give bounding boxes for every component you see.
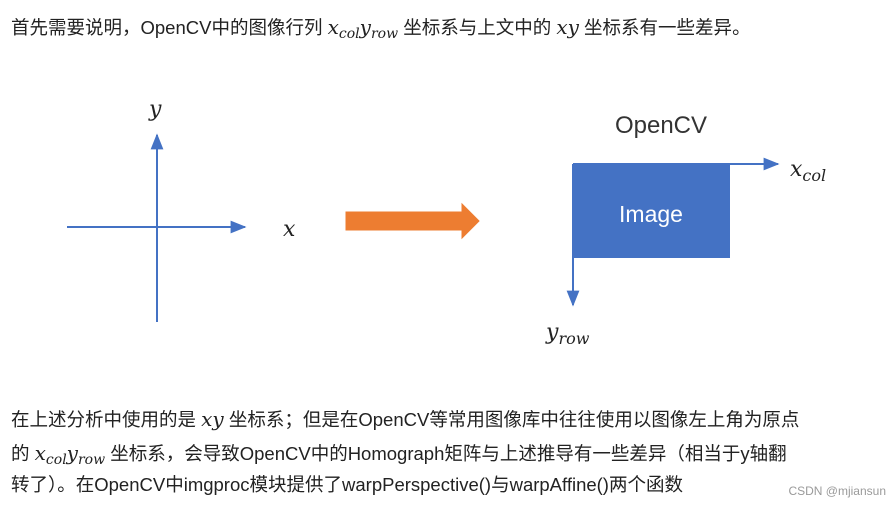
image-box [573,164,730,258]
transform-arrow [345,202,480,240]
x-col-label: xcol [790,157,826,185]
analysis-paragraph-line1: 在上述分析中使用的是 xy 坐标系；但是在OpenCV等常用图像库中往往使用以图… [11,407,800,431]
intro-paragraph: 首先需要说明，OpenCV中的图像行列 xcolyrow 坐标系与上文中的 xy… [11,12,751,49]
y-row-label: yrow [545,320,590,348]
csdn-watermark: CSDN @mjiansun [788,484,886,498]
left-y-label: y [148,97,162,122]
math-xcol-yrow: xcolyrow [327,15,399,42]
math-xy: xy [556,15,579,39]
opencv-title: OpenCV [615,112,707,139]
math-xy-2: xy [201,407,224,431]
analysis-paragraph-line3: 转了）。在OpenCV中imgproc模块提供了warpPerspective(… [11,474,683,495]
intro-text-c: 坐标系有一些差异。 [578,17,751,38]
image-label: Image [619,201,683,227]
left-x-label: x [283,217,296,242]
intro-text-a: 首先需要说明，OpenCV中的图像行列 [11,17,328,38]
math-xcol-yrow-2: xcolyrow [34,441,106,468]
analysis-paragraph-line2: 的 xcolyrow 坐标系，会导致OpenCV中的Homograph矩阵与上述… [11,441,787,468]
intro-text-b: 坐标系与上文中的 [398,17,557,38]
